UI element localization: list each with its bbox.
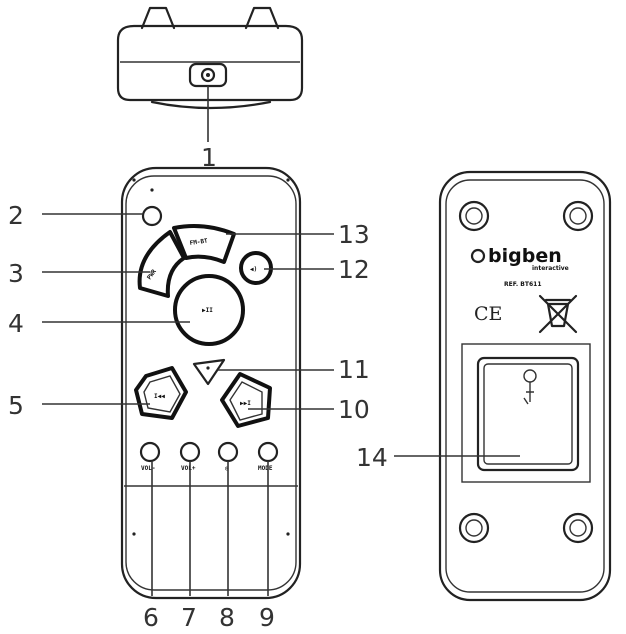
next-icon: ▶▶I xyxy=(240,400,251,407)
play-pause-button[interactable] xyxy=(173,274,245,346)
unlock-icon xyxy=(523,369,537,405)
leader-lines xyxy=(42,213,520,596)
callout-1: 1 xyxy=(201,143,217,172)
callout-11: 11 xyxy=(338,355,370,384)
callout-13: 13 xyxy=(338,220,370,249)
callout-6: 6 xyxy=(143,603,159,632)
callout-4: 4 xyxy=(8,309,24,338)
bottom-button-3[interactable] xyxy=(217,441,239,463)
bottom-button-label-1: VOL- xyxy=(141,465,155,472)
callout-9: 9 xyxy=(259,603,275,632)
play-pause-icon: ▶II xyxy=(202,307,213,314)
weee-crossed-bin-icon xyxy=(538,294,578,334)
top-view xyxy=(116,6,304,142)
callout-3: 3 xyxy=(8,259,24,288)
callout-7: 7 xyxy=(181,603,197,632)
callout-8: 8 xyxy=(219,603,235,632)
callout-14: 14 xyxy=(356,443,388,472)
bottom-button-label-4: MODE xyxy=(258,465,273,472)
brand-subtitle: interactive xyxy=(532,265,569,272)
callout-5: 5 xyxy=(8,391,24,420)
ce-mark: CE xyxy=(474,303,502,325)
arc-button-right-label: FM-BT xyxy=(189,237,208,246)
small-triangle-button[interactable] xyxy=(192,358,226,386)
front-view: PWR FM-BT ◀) ▶II I◀◀ ▶▶I VOL- VOL+ ◎ MOD… xyxy=(120,166,302,600)
arc-button-right[interactable] xyxy=(172,224,236,264)
speaker-button[interactable] xyxy=(239,251,273,285)
callout-numbers: 1 2 3 4 5 6 7 8 9 10 11 12 13 14 xyxy=(8,143,388,632)
arc-button-left-label: PWR xyxy=(146,268,158,281)
brand-name: bigben xyxy=(488,245,562,267)
speaker-icon: ◀) xyxy=(250,266,257,273)
led-indicator xyxy=(141,205,163,227)
reference-number: REF. BT611 xyxy=(504,281,542,288)
next-button[interactable] xyxy=(220,372,272,428)
back-view: bigben interactive REF. BT611 CE xyxy=(438,170,612,602)
arc-button-left[interactable] xyxy=(137,230,186,298)
bottom-button-label-2: VOL+ xyxy=(181,465,196,472)
previous-button[interactable] xyxy=(134,366,188,420)
bottom-button-1[interactable] xyxy=(139,441,161,463)
callout-2: 2 xyxy=(8,201,24,230)
bottom-button-4[interactable] xyxy=(257,441,279,463)
battery-cover[interactable] xyxy=(476,356,580,472)
bottom-button-2[interactable] xyxy=(179,441,201,463)
battery-compartment-frame xyxy=(461,343,591,483)
callout-10: 10 xyxy=(338,395,370,424)
brand-logo-icon xyxy=(470,248,486,264)
previous-icon: I◀◀ xyxy=(154,393,165,400)
bottom-button-label-3: ◎ xyxy=(225,465,229,472)
callout-12: 12 xyxy=(338,255,370,284)
